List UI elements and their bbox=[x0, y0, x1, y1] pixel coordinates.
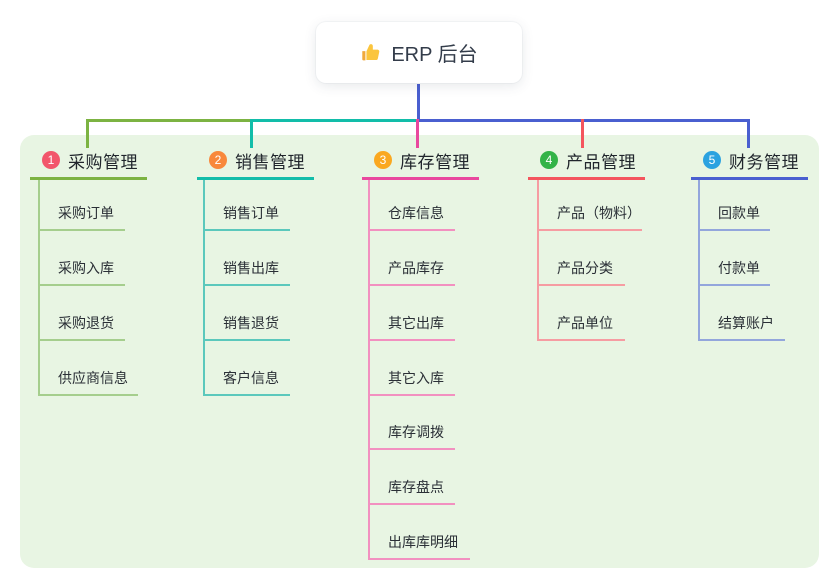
connector-root-drop bbox=[417, 84, 420, 120]
child-node[interactable]: 销售出库 bbox=[203, 246, 290, 286]
branch-underline bbox=[197, 177, 314, 180]
branch-node-purchase[interactable]: 1 采购管理 bbox=[42, 150, 138, 172]
child-node[interactable]: 库存盘点 bbox=[368, 465, 455, 505]
child-node[interactable]: 其它出库 bbox=[368, 301, 455, 341]
connector-drop-3 bbox=[416, 119, 419, 148]
branch-underline bbox=[30, 177, 147, 180]
branch-node-inventory[interactable]: 3 库存管理 bbox=[374, 150, 470, 172]
child-node[interactable]: 销售订单 bbox=[203, 191, 290, 231]
branch-node-sales[interactable]: 2 销售管理 bbox=[209, 150, 305, 172]
child-node[interactable]: 回款单 bbox=[698, 191, 770, 231]
connector-bus-teal bbox=[252, 119, 418, 122]
connector-drop-4 bbox=[581, 119, 584, 148]
branch-underline bbox=[528, 177, 645, 180]
child-node[interactable]: 产品库存 bbox=[368, 246, 455, 286]
branch-badge: 5 bbox=[703, 151, 721, 169]
child-node[interactable]: 客户信息 bbox=[203, 356, 290, 396]
thumbs-up-icon bbox=[360, 42, 382, 64]
branch-badge: 4 bbox=[540, 151, 558, 169]
child-node[interactable]: 产品分类 bbox=[537, 246, 625, 286]
branch-node-product[interactable]: 4 产品管理 bbox=[540, 150, 636, 172]
branch-node-finance[interactable]: 5 财务管理 bbox=[703, 150, 799, 172]
branch-badge: 3 bbox=[374, 151, 392, 169]
child-node[interactable]: 出库库明细 bbox=[368, 520, 470, 560]
branch-spine bbox=[38, 180, 40, 396]
branch-label: 销售管理 bbox=[235, 152, 305, 172]
branch-badge: 2 bbox=[209, 151, 227, 169]
child-node[interactable]: 付款单 bbox=[698, 246, 770, 286]
connector-drop-2 bbox=[250, 119, 253, 148]
branch-label: 库存管理 bbox=[400, 152, 470, 172]
connector-drop-5 bbox=[747, 119, 750, 148]
branch-spine bbox=[537, 180, 539, 341]
branch-label: 产品管理 bbox=[566, 152, 636, 172]
child-node[interactable]: 产品单位 bbox=[537, 301, 625, 341]
connector-drop-1 bbox=[86, 119, 89, 148]
root-title: ERP 后台 bbox=[391, 44, 478, 66]
branch-underline bbox=[362, 177, 479, 180]
branch-label: 采购管理 bbox=[68, 152, 138, 172]
branch-spine bbox=[698, 180, 700, 341]
branch-underline bbox=[691, 177, 808, 180]
child-node[interactable]: 其它入库 bbox=[368, 356, 455, 396]
child-node[interactable]: 采购订单 bbox=[38, 191, 125, 231]
branch-spine bbox=[368, 180, 370, 560]
root-node[interactable]: ERP 后台 bbox=[316, 22, 522, 83]
child-node[interactable]: 结算账户 bbox=[698, 301, 785, 341]
child-node[interactable]: 采购退货 bbox=[38, 301, 125, 341]
child-node[interactable]: 销售退货 bbox=[203, 301, 290, 341]
branch-badge: 1 bbox=[42, 151, 60, 169]
branch-spine bbox=[203, 180, 205, 396]
connector-bus-blue bbox=[418, 119, 750, 122]
branch-label: 财务管理 bbox=[729, 152, 799, 172]
child-node[interactable]: 产品（物料） bbox=[537, 191, 642, 231]
child-node[interactable]: 供应商信息 bbox=[38, 356, 138, 396]
child-node[interactable]: 库存调拨 bbox=[368, 410, 455, 450]
mindmap-panel bbox=[20, 135, 819, 568]
child-node[interactable]: 仓库信息 bbox=[368, 191, 455, 231]
connector-bus-green bbox=[86, 119, 252, 122]
child-node[interactable]: 采购入库 bbox=[38, 246, 125, 286]
